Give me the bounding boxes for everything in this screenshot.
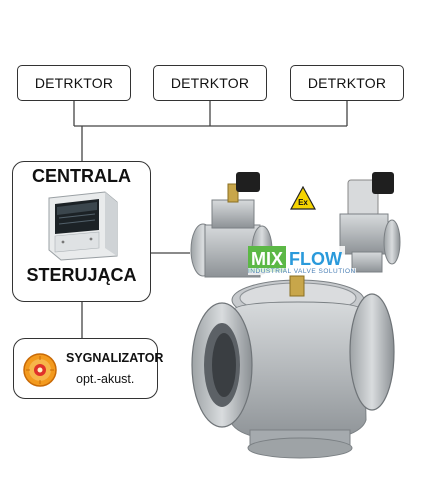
control-unit-box: CENTRALA STERUJĄCA <box>12 161 151 302</box>
detector-label: DETRKTOR <box>34 75 114 91</box>
detector-label: DETRKTOR <box>170 75 250 91</box>
brand-tagline: INDUSTRIAL VALVE SOLUTION <box>248 268 356 275</box>
ex-mark-text: Ex <box>298 198 308 207</box>
detector-label: DETRKTOR <box>307 75 387 91</box>
detector-box-2: DETRKTOR <box>153 65 267 101</box>
ex-warning-icon: Ex <box>290 186 316 210</box>
control-unit-title-2: STERUJĄCA <box>26 265 137 285</box>
signaling-subtitle: opt.-akust. <box>76 372 135 386</box>
siren-icon <box>23 353 57 387</box>
control-unit-title-1: CENTRALA <box>32 166 131 186</box>
brand-logo: MIX FLOW <box>248 244 345 274</box>
brand-flow-text: FLOW <box>286 246 345 272</box>
detector-box-1: DETRKTOR <box>17 65 131 101</box>
control-panel-icon <box>48 191 118 261</box>
brand-mix-text: MIX <box>248 246 287 272</box>
signaling-box: SYGNALIZATOR opt.-akust. <box>13 338 163 399</box>
detector-box-3: DETRKTOR <box>290 65 404 101</box>
signaling-title: SYGNALIZATOR <box>66 351 164 365</box>
